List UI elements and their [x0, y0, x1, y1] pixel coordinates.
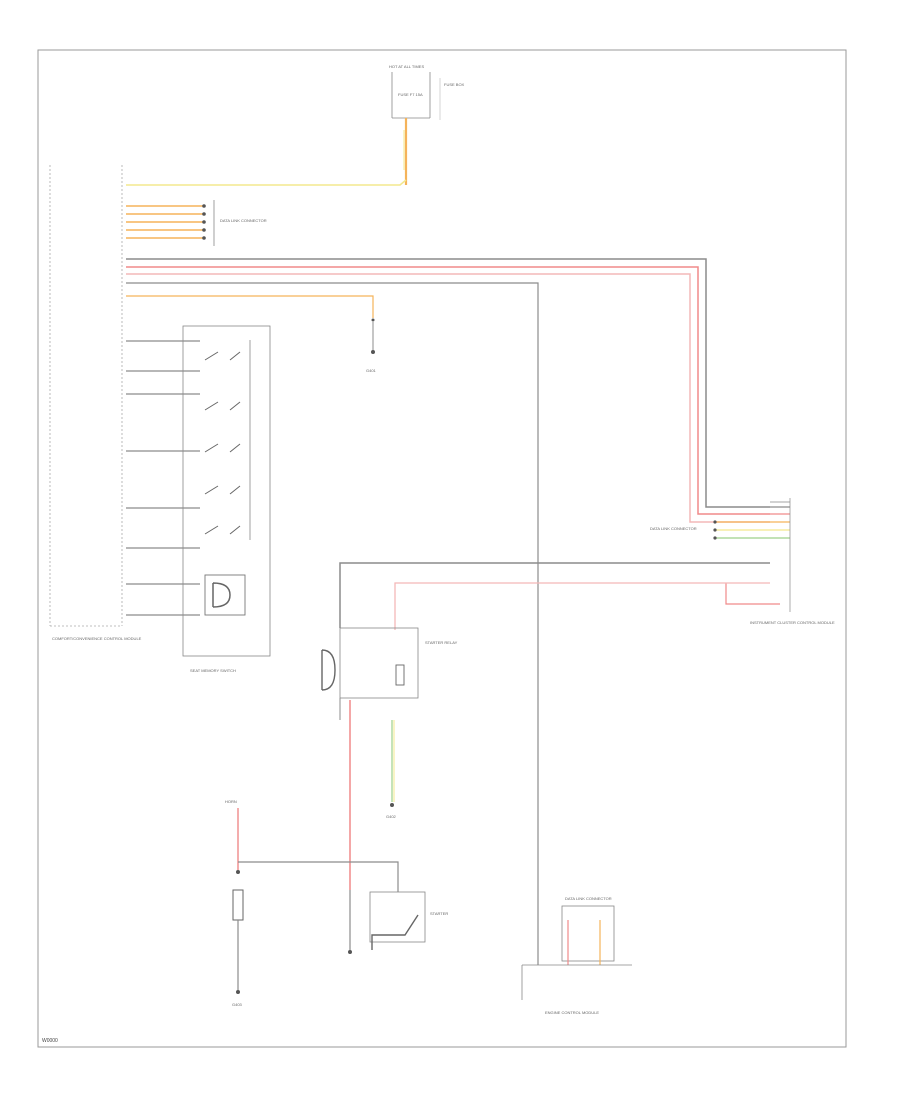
switch-block-label: SEAT MEMORY SWITCH [190, 668, 236, 673]
diagram-frame [37, 49, 847, 1048]
right-module-label: INSTRUMENT CLUSTER CONTROL MODULE [750, 620, 835, 625]
relay-label: STARTER RELAY [425, 640, 458, 645]
bottom-conn-label: DATA LINK CONNECTOR [565, 896, 612, 901]
relay: STARTER RELAY [321, 627, 458, 720]
switch-block: SEAT MEMORY SWITCH [126, 325, 271, 673]
control-module: COMFORT/CONVENIENCE CONTROL MODULE [49, 165, 142, 641]
ground-mid-label: G402 [386, 814, 397, 819]
right-module: DATA LINK CONNECTOR INSTRUMENT CLUSTER C… [650, 498, 835, 625]
ground-center-label: G401 [366, 368, 377, 373]
horn-label: HORN [225, 799, 237, 804]
diagram-code: W0000 [42, 1038, 58, 1044]
wire-feed-yellow [126, 179, 407, 186]
wire-mid-pink [394, 582, 770, 630]
junction-label: DATA LINK CONNECTOR [220, 218, 267, 223]
fuse-id-label: FUSE F7 15A [398, 92, 423, 97]
data-bus-wires [126, 258, 770, 965]
wire-mid-gray [339, 562, 770, 628]
control-module-label: COMFORT/CONVENIENCE CONTROL MODULE [52, 636, 142, 641]
starter-label: STARTER [430, 911, 448, 916]
bottom-module: DATA LINK CONNECTOR ENGINE CONTROL MODUL… [521, 896, 632, 1015]
fuse-block: HOT AT ALL TIMES FUSE F7 15A FUSE BOX [389, 64, 465, 185]
ground-left-label: G403 [232, 1002, 243, 1007]
fuse-box-label: FUSE BOX [444, 82, 465, 87]
ground-center: G401 [366, 318, 377, 373]
horn: HORN G403 [225, 799, 399, 1007]
bottom-module-label: ENGINE CONTROL MODULE [545, 1010, 599, 1015]
orange-bundle: DATA LINK CONNECTOR [126, 200, 267, 246]
ground-mid: G402 [386, 720, 397, 819]
right-conn-label: DATA LINK CONNECTOR [650, 526, 697, 531]
fuse-hot-label: HOT AT ALL TIMES [389, 64, 424, 69]
starter: STARTER [348, 890, 448, 954]
